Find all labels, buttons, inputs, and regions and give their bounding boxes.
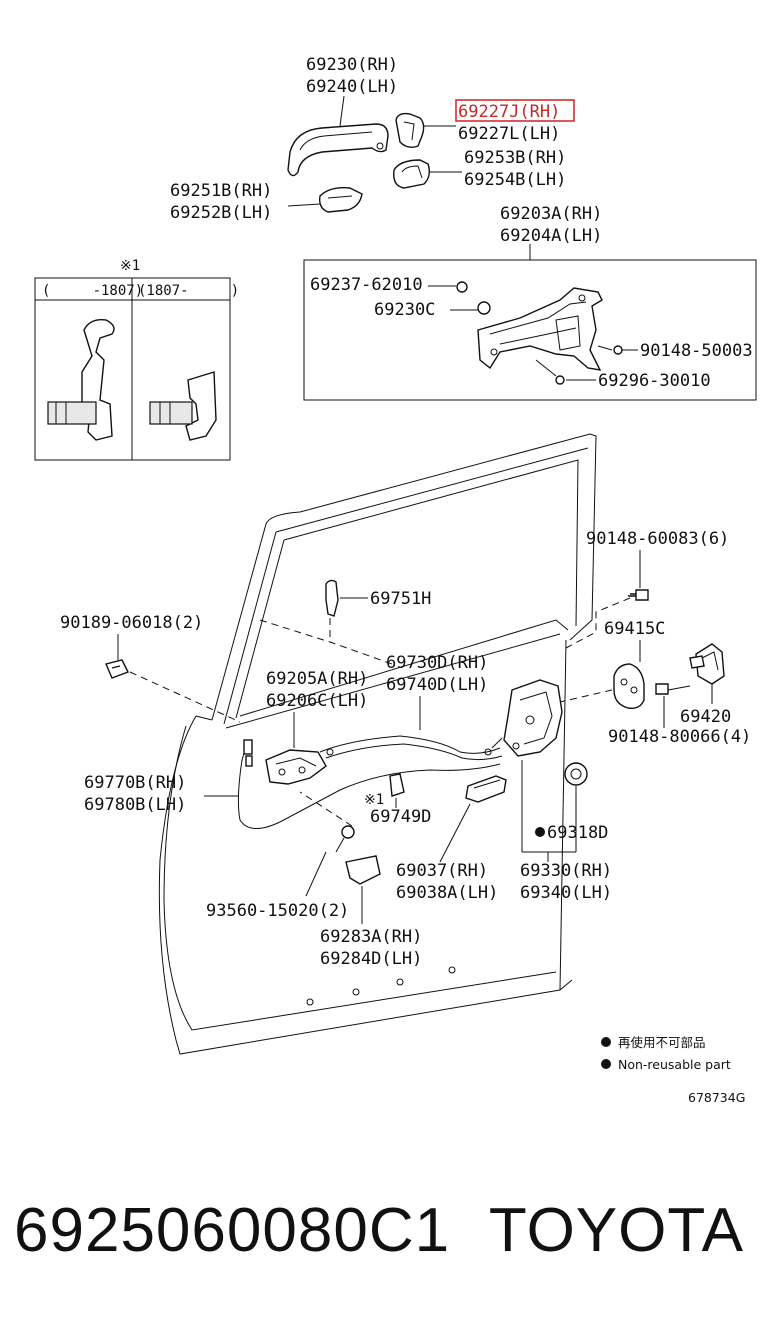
part-number: 6925060080C1 [14, 1196, 451, 1265]
label-cable-rh[interactable]: 69770B(RH) [84, 773, 186, 793]
label-rod-lh[interactable]: 69740D(LH) [386, 675, 488, 695]
bolt1-part [613, 345, 623, 355]
label-bolt2[interactable]: 69296-30010 [598, 371, 711, 391]
clip-69749d-part [389, 773, 405, 797]
label-striker-plate[interactable]: 69415C [604, 619, 665, 639]
label-seal[interactable]: 69318D [547, 823, 608, 843]
label-lock-rh[interactable]: 69205A(RH) [266, 669, 368, 689]
label-clip[interactable]: 69751H [370, 589, 431, 609]
handle-pad-rear-part [393, 159, 431, 189]
striker-plate-part [613, 663, 645, 710]
label-cap-lh[interactable]: 69227L(LH) [458, 124, 560, 144]
bolt4-part [335, 825, 355, 853]
brand-name: TOYOTA [488, 1196, 744, 1265]
inside-lock-part [265, 749, 327, 785]
bolt3-part [655, 683, 669, 695]
label-pad-lh[interactable]: 69254B(LH) [464, 170, 566, 190]
inset-mark: ※1 [120, 258, 140, 274]
handle-pad-front-part [318, 186, 363, 213]
label-guard-lh[interactable]: 69284D(LH) [320, 949, 422, 969]
nut-part [105, 659, 129, 679]
label-frame-lh[interactable]: 69204A(LH) [500, 226, 602, 246]
label-bolt4[interactable]: 93560-15020(2) [206, 901, 349, 921]
legend-dot-jp [601, 1037, 611, 1047]
label-pad-rh[interactable]: 69253B(RH) [464, 148, 566, 168]
diagram-code: 678734G [688, 1090, 745, 1105]
note-mark: ※1 [364, 792, 384, 808]
inset-col-new: (1807- ) [138, 283, 239, 299]
screw-top-part [628, 589, 649, 601]
label-pad2-rh[interactable]: 69251B(RH) [170, 181, 272, 201]
legend-dot-en [601, 1059, 611, 1069]
label-handle-lh[interactable]: 69240(LH) [306, 77, 398, 97]
frame-bracket-part [477, 287, 603, 371]
label-cable-lh[interactable]: 69780B(LH) [84, 795, 186, 815]
label-pad2-lh[interactable]: 69252B(LH) [170, 203, 272, 223]
frame-detail-box [303, 259, 757, 401]
label-striker[interactable]: 69420 [680, 707, 731, 727]
striker-part [689, 643, 725, 685]
lock-cover-part [465, 775, 507, 803]
label-cap-rh[interactable]: 69227J(RH) [458, 102, 560, 122]
footer-bar: 6925060080C1 TOYOTA [0, 1195, 760, 1275]
label-cover-lh[interactable]: 69038A(LH) [396, 883, 498, 903]
legend-jp: 再使用不可部品 [618, 1035, 706, 1050]
seal-part [564, 762, 588, 786]
inset-col-old: ( -1807) [42, 283, 143, 299]
non-reusable-dot [535, 827, 545, 837]
guard-part [345, 855, 381, 885]
label-lock-lh[interactable]: 69206C(LH) [266, 691, 368, 711]
label-latch-rh[interactable]: 69330(RH) [520, 861, 612, 881]
latch-assembly-part [491, 679, 563, 757]
screw1-part [456, 281, 468, 293]
highlight-box [455, 99, 575, 122]
label-cover-rh[interactable]: 69037(RH) [396, 861, 488, 881]
label-handle-rh[interactable]: 69230(RH) [306, 55, 398, 75]
label-frame-c[interactable]: 69230C [374, 300, 435, 320]
label-clip2[interactable]: 69749D [370, 807, 431, 827]
label-rod-rh[interactable]: 69730D(RH) [386, 653, 488, 673]
clip-69751h-part [325, 579, 339, 617]
label-screw-top[interactable]: 90148-60083(6) [586, 529, 729, 549]
label-guard-rh[interactable]: 69283A(RH) [320, 927, 422, 947]
label-bolt1[interactable]: 90148-50003 [640, 341, 753, 361]
frame-c-part [477, 301, 491, 315]
inset-variants-box [34, 277, 231, 461]
legend-en: Non-reusable part [618, 1057, 731, 1072]
label-nut[interactable]: 90189-06018(2) [60, 613, 203, 633]
handle-cap-part [395, 112, 425, 149]
door-panel-outline [158, 433, 597, 1055]
cable-part [237, 739, 501, 829]
rods-part [319, 735, 503, 761]
bolt2-part [555, 375, 565, 385]
label-bolt3[interactable]: 90148-80066(4) [608, 727, 751, 747]
label-screw1[interactable]: 69237-62010 [310, 275, 423, 295]
label-latch-lh[interactable]: 69340(LH) [520, 883, 612, 903]
outside-handle-part [287, 123, 389, 177]
label-frame-rh[interactable]: 69203A(RH) [500, 204, 602, 224]
